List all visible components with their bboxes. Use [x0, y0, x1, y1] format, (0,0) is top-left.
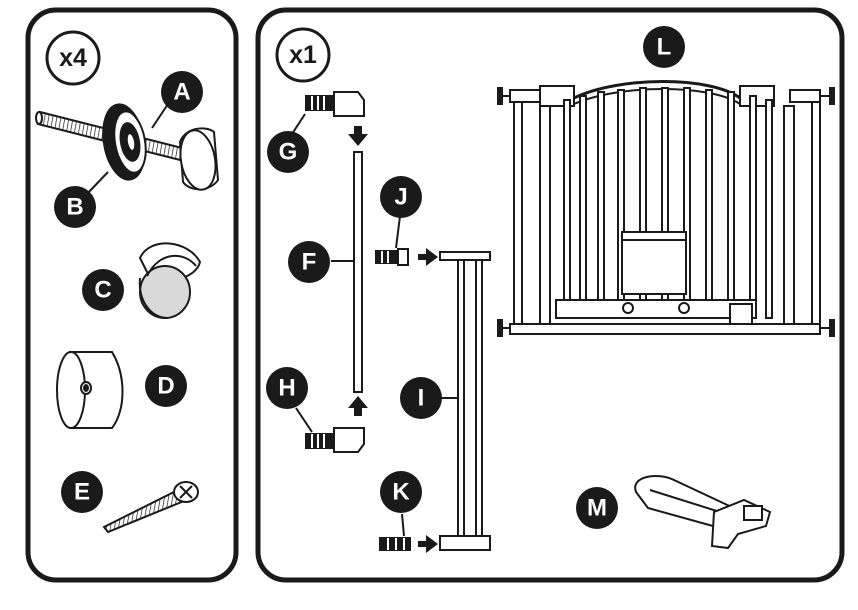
- panel-x1: [255, 7, 845, 583]
- label-f-badge: F: [288, 241, 330, 283]
- part-f-tube: [353, 151, 363, 393]
- arrow-right-k: [418, 535, 438, 553]
- label-i-badge: I: [400, 377, 442, 419]
- part-l-safety-gate: [497, 80, 835, 337]
- label-a: A: [173, 79, 190, 106]
- part-i-extension-frame: [439, 251, 491, 551]
- label-m-badge: M: [576, 487, 618, 529]
- part-m-stay-open-clip: [634, 475, 772, 550]
- part-a-spindle: [35, 110, 220, 191]
- label-k-badge: K: [380, 471, 422, 513]
- leader-h: [295, 407, 313, 433]
- leader-j: [395, 215, 401, 249]
- label-l-badge: L: [643, 26, 685, 68]
- leader-a: [151, 103, 169, 129]
- part-j-extension-connector: [375, 248, 409, 266]
- label-g: G: [279, 139, 298, 166]
- arrow-right-j: [418, 248, 438, 266]
- panel-x4: [25, 7, 239, 583]
- label-c-badge: C: [82, 269, 124, 311]
- label-h: H: [278, 375, 295, 402]
- label-k: K: [392, 479, 410, 506]
- part-g-top-connector: [305, 91, 365, 117]
- part-b-lock-nut: [102, 103, 147, 181]
- leader-k: [401, 513, 405, 537]
- label-m: M: [587, 495, 607, 522]
- label-b-badge: B: [54, 186, 96, 228]
- label-j-badge: J: [380, 176, 422, 218]
- label-c: C: [94, 277, 111, 304]
- label-e: E: [74, 479, 90, 506]
- part-k-extension-connector: [379, 537, 411, 551]
- leader-g: [291, 113, 306, 135]
- part-e-screw: [102, 481, 199, 534]
- arrow-up-f: [348, 396, 368, 416]
- part-c-wall-cup: [138, 242, 202, 319]
- label-e-badge: E: [61, 471, 103, 513]
- quantity-x1-text: x1: [289, 41, 317, 69]
- label-h-badge: H: [266, 367, 308, 409]
- label-b: B: [66, 194, 83, 221]
- label-d: D: [157, 373, 174, 400]
- part-h-bottom-connector: [305, 427, 365, 453]
- label-g-badge: G: [267, 131, 309, 173]
- part-d-spacer-disc: [56, 351, 124, 429]
- label-j: J: [394, 184, 407, 211]
- label-a-badge: A: [161, 71, 203, 113]
- quantity-badge-x1: x1: [275, 27, 331, 83]
- label-d-badge: D: [145, 365, 187, 407]
- label-i: I: [418, 385, 425, 412]
- quantity-badge-x4: x4: [45, 30, 101, 86]
- label-f: F: [302, 249, 317, 276]
- quantity-x4-text: x4: [59, 44, 87, 72]
- label-l: L: [657, 34, 672, 61]
- arrow-down-f: [348, 126, 368, 146]
